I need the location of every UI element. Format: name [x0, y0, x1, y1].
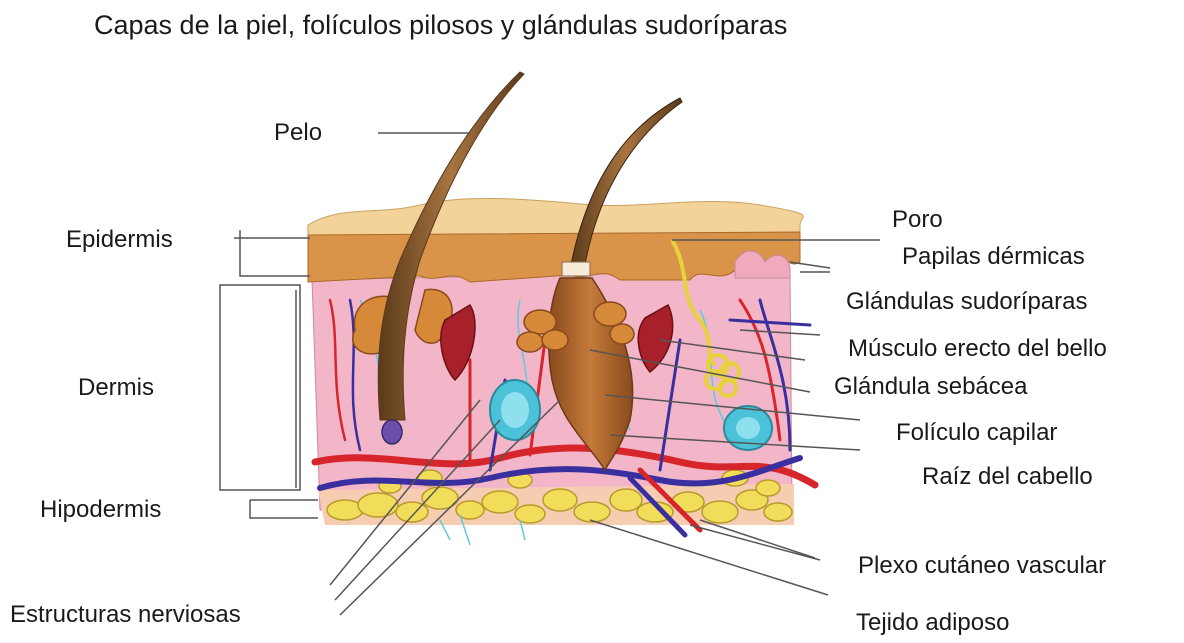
label-dermis: Dermis	[78, 376, 154, 400]
label-plexo-cutaneo: Plexo cutáneo vascular	[858, 554, 1106, 578]
label-glandulas-sudoriparas: Glándulas sudoríparas	[846, 290, 1087, 314]
label-poro: Poro	[892, 208, 943, 232]
label-epidermis: Epidermis	[66, 228, 173, 252]
label-glandula-sebacea: Glándula sebácea	[834, 375, 1027, 399]
label-foliculo-capilar: Folículo capilar	[896, 421, 1057, 445]
label-pelo: Pelo	[274, 121, 322, 145]
label-papilas-dermicas: Papilas dérmicas	[902, 245, 1085, 269]
label-tejido-adiposo: Tejido adiposo	[856, 611, 1009, 635]
hair-bulb-left	[382, 420, 402, 444]
label-hipodermis: Hipodermis	[40, 498, 161, 522]
label-musculo-erecto: Músculo erecto del bello	[848, 337, 1107, 361]
label-raiz-cabello: Raíz del cabello	[922, 465, 1093, 489]
label-estructuras-nerviosas: Estructuras nerviosas	[10, 603, 241, 627]
